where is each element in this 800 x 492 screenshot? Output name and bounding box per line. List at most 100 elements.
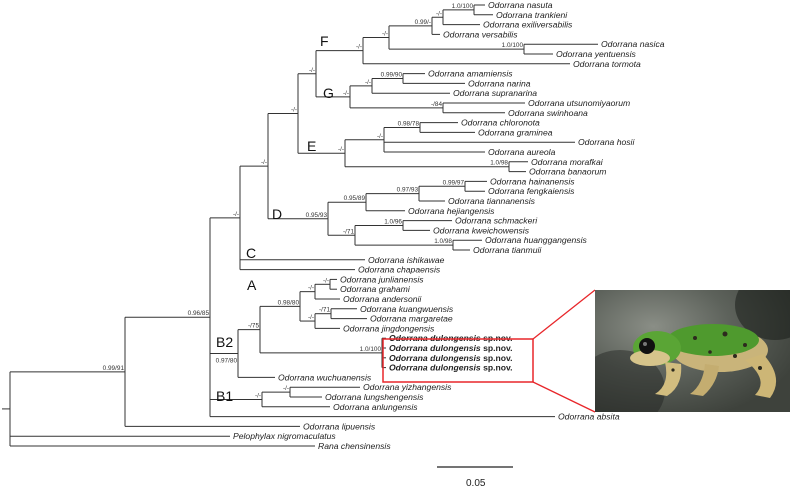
taxon-label: Odorrana trankieni bbox=[496, 10, 568, 20]
support-value: -/- bbox=[338, 146, 344, 153]
taxon-label: Odorrana tianmuii bbox=[473, 245, 542, 255]
support-value: 0.97/80 bbox=[216, 358, 238, 365]
support-value: -/- bbox=[377, 133, 383, 140]
taxon-label: Odorrana nasica bbox=[601, 39, 665, 49]
support-value: -/71 bbox=[319, 307, 330, 314]
support-value: 1.0/100 bbox=[452, 3, 474, 10]
taxon-label: Odorrana fengkaiensis bbox=[488, 186, 575, 196]
taxon-label: Odorrana swinhoana bbox=[508, 108, 588, 118]
support-value: 0.95/93 bbox=[306, 212, 328, 219]
support-value: -/75 bbox=[248, 323, 259, 330]
frog-illustration bbox=[630, 324, 777, 398]
taxon-label: Odorrana wuchuanensis bbox=[278, 372, 372, 382]
taxon-label: Odorrana aureola bbox=[488, 147, 556, 157]
taxon-label: Odorrana narina bbox=[468, 78, 531, 88]
taxon-label: Odorrana exiliversabilis bbox=[483, 20, 573, 30]
support-value: -/- bbox=[309, 67, 315, 74]
support-value: 0.99/90 bbox=[381, 72, 403, 79]
clade-label-c: C bbox=[246, 245, 256, 261]
support-value: 1.0/100 bbox=[502, 42, 524, 49]
taxon-label: Odorrana anlungensis bbox=[333, 402, 418, 412]
taxon-label: Odorrana tiannanensis bbox=[448, 196, 536, 206]
specimen-photo bbox=[595, 290, 790, 412]
support-value: 0.99/91 bbox=[103, 365, 125, 372]
support-value: -/- bbox=[255, 392, 261, 399]
support-value: -/- bbox=[308, 285, 314, 292]
taxon-label: Odorrana nasuta bbox=[488, 0, 553, 10]
support-value: 0.96/85 bbox=[188, 310, 210, 317]
taxon-label: Odorrana dulongensis sp.nov. bbox=[389, 343, 513, 353]
taxon-label: Odorrana grahami bbox=[340, 284, 411, 294]
support-value: 1.0/98 bbox=[434, 238, 452, 245]
support-value: 1.0/98 bbox=[490, 160, 508, 167]
support-value: 0.98/78 bbox=[398, 121, 420, 128]
taxon-label: Odorrana utsunomiyaorum bbox=[528, 98, 630, 108]
support-value: -/71 bbox=[343, 228, 354, 235]
taxon-label: Odorrana yizhangensis bbox=[363, 382, 452, 392]
taxon-label: Odorrana chloronota bbox=[461, 118, 540, 128]
support-value: 0.97/93 bbox=[397, 187, 419, 194]
taxon-label: Odorrana lipuensis bbox=[303, 421, 376, 431]
support-value: -/- bbox=[261, 159, 267, 166]
support-value: -/- bbox=[382, 30, 388, 37]
callout-line-bottom bbox=[532, 381, 596, 413]
taxon-label: Odorrana dulongensis sp.nov. bbox=[389, 363, 513, 373]
support-value: -/- bbox=[356, 44, 362, 51]
support-value: -/- bbox=[283, 385, 289, 392]
sp-nov-suffix: sp.nov. bbox=[481, 333, 513, 343]
clade-label-b2: B2 bbox=[216, 334, 233, 350]
taxon-label: Odorrana schmackeri bbox=[455, 216, 538, 226]
sp-nov-suffix: sp.nov. bbox=[481, 353, 513, 363]
taxon-label: Odorrana versabilis bbox=[443, 29, 518, 39]
tree-branches bbox=[2, 4, 598, 447]
taxon-label: Odorrana hosii bbox=[578, 137, 635, 147]
taxon-name: Odorrana dulongensis bbox=[389, 343, 481, 353]
clade-label-a: A bbox=[247, 277, 257, 293]
support-value: -/- bbox=[436, 10, 442, 17]
support-value: 0.99/97 bbox=[443, 179, 465, 186]
taxon-label: Odorrana kweichowensis bbox=[433, 225, 530, 235]
support-value: -/- bbox=[308, 314, 314, 321]
taxon-label: Odorrana absita bbox=[558, 412, 620, 422]
clade-label-b1: B1 bbox=[216, 388, 233, 404]
clade-label-g: G bbox=[323, 85, 334, 101]
clade-label-f: F bbox=[320, 33, 329, 49]
taxon-label: Odorrana hainanensis bbox=[490, 176, 575, 186]
taxon-label: Odorrana jingdongensis bbox=[343, 323, 435, 333]
support-value: 0.95/89 bbox=[344, 195, 366, 202]
taxon-label: Odorrana tormota bbox=[573, 59, 641, 69]
taxon-label: Odorrana amamiensis bbox=[428, 69, 513, 79]
clade-label-e: E bbox=[307, 138, 316, 154]
sp-nov-suffix: sp.nov. bbox=[481, 343, 513, 353]
support-value: -/84 bbox=[431, 101, 442, 108]
taxon-label: Odorrana junlianensis bbox=[340, 274, 424, 284]
taxon-label: Odorrana margaretae bbox=[370, 314, 453, 324]
scale-bar-label: 0.05 bbox=[466, 478, 486, 489]
support-value: 1.0/96 bbox=[384, 219, 402, 226]
taxon-label: Odorrana dulongensis sp.nov. bbox=[389, 353, 513, 363]
taxon-name: Odorrana dulongensis bbox=[389, 363, 481, 373]
taxon-label: Odorrana banaorum bbox=[529, 167, 606, 177]
taxon-name: Odorrana dulongensis bbox=[389, 333, 481, 343]
taxon-label: Odorrana dulongensis sp.nov. bbox=[389, 333, 513, 343]
taxon-label: Pelophylax nigromaculatus bbox=[233, 431, 336, 441]
support-value: -/- bbox=[343, 90, 349, 97]
support-value: -/- bbox=[233, 211, 239, 218]
taxon-label: Odorrana kuangwuensis bbox=[360, 304, 454, 314]
callout-line-top bbox=[532, 289, 596, 340]
support-value: 1.0/100 bbox=[360, 346, 382, 353]
taxon-label: Odorrana chapaensis bbox=[358, 265, 441, 275]
support-value: -/- bbox=[291, 106, 297, 113]
taxon-label: Odorrana huanggangensis bbox=[485, 235, 587, 245]
clade-label-d: D bbox=[272, 206, 282, 222]
highlight-box bbox=[382, 338, 534, 383]
taxon-label: Odorrana supranarina bbox=[453, 88, 537, 98]
taxon-label: Odorrana hejiangensis bbox=[408, 206, 495, 216]
support-value: -/- bbox=[365, 79, 371, 86]
taxon-label: Odorrana graminea bbox=[478, 127, 553, 137]
taxon-label: Rana chensinensis bbox=[318, 441, 391, 451]
sp-nov-suffix: sp.nov. bbox=[481, 363, 513, 373]
support-value: 0.98/80 bbox=[278, 299, 300, 306]
